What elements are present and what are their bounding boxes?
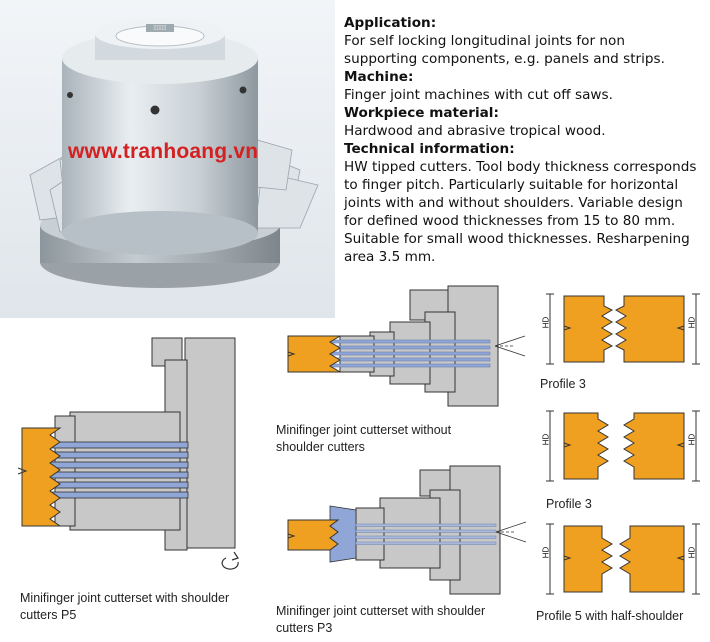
application-line: For self locking longitudinal joints for…: [344, 33, 625, 49]
application-line: supporting components, e.g. panels and s…: [344, 51, 665, 67]
technical-line: to finger pitch. Particularly suitable f…: [344, 177, 679, 193]
description-text: Application: For self locking longitudin…: [344, 14, 710, 266]
cutterset-p3-diagram: [287, 465, 527, 595]
workpiece-line: Hardwood and abrasive tropical wood.: [344, 123, 606, 139]
machine-line: Finger joint machines with cut off saws.: [344, 87, 613, 103]
caption-p3-line2: cutters P3: [276, 621, 333, 635]
hd-label: HD: [687, 546, 697, 559]
profile-c-label: Profile 5 with half-shoulder: [536, 609, 684, 623]
application-heading: Application:: [344, 15, 437, 31]
technical-line: for defined wood thicknesses from 15 to …: [344, 213, 676, 229]
caption-without-line2: shoulder cutters: [276, 440, 365, 454]
machine-heading: Machine:: [344, 69, 414, 85]
hd-label: HD: [687, 433, 697, 446]
hd-label: HD: [541, 316, 551, 329]
cutterset-without-shoulder-diagram: [287, 285, 526, 407]
technical-heading: Technical information:: [344, 141, 515, 157]
hd-label: HD: [541, 546, 551, 559]
hd-label: HD: [687, 316, 697, 329]
profile-c-diagram: [546, 523, 700, 595]
cutterset-p5-diagram: [17, 337, 239, 570]
caption-p5-line2: cutters P5: [20, 608, 77, 622]
watermark-text: www.tranhoang.vn: [68, 140, 259, 163]
hd-label: HD: [541, 433, 551, 446]
caption-p3-line1: Minifinger joint cutterset with shoulder: [276, 604, 486, 618]
caption-p5-line1: Minifinger joint cutterset with shoulder: [20, 591, 230, 605]
technical-line: joints with and without shoulders. Varia…: [344, 195, 683, 211]
caption-without-line1: Minifinger joint cutterset without: [276, 423, 452, 437]
profile-b-diagram: [546, 410, 700, 482]
workpiece-heading: Workpiece material:: [344, 105, 499, 121]
cutter-photo: [0, 0, 335, 318]
technical-line: Suitable for small wood thicknesses. Res…: [344, 231, 690, 247]
profile-a-diagram: [546, 293, 700, 365]
photo-label-plate: ▯▯▯▯: [153, 25, 167, 31]
profile-a-label: Profile 3: [540, 377, 586, 391]
technical-line: HW tipped cutters. Tool body thickness c…: [344, 159, 697, 175]
profile-b-label: Profile 3: [546, 497, 592, 511]
technical-line: area 3.5 mm.: [344, 249, 436, 265]
